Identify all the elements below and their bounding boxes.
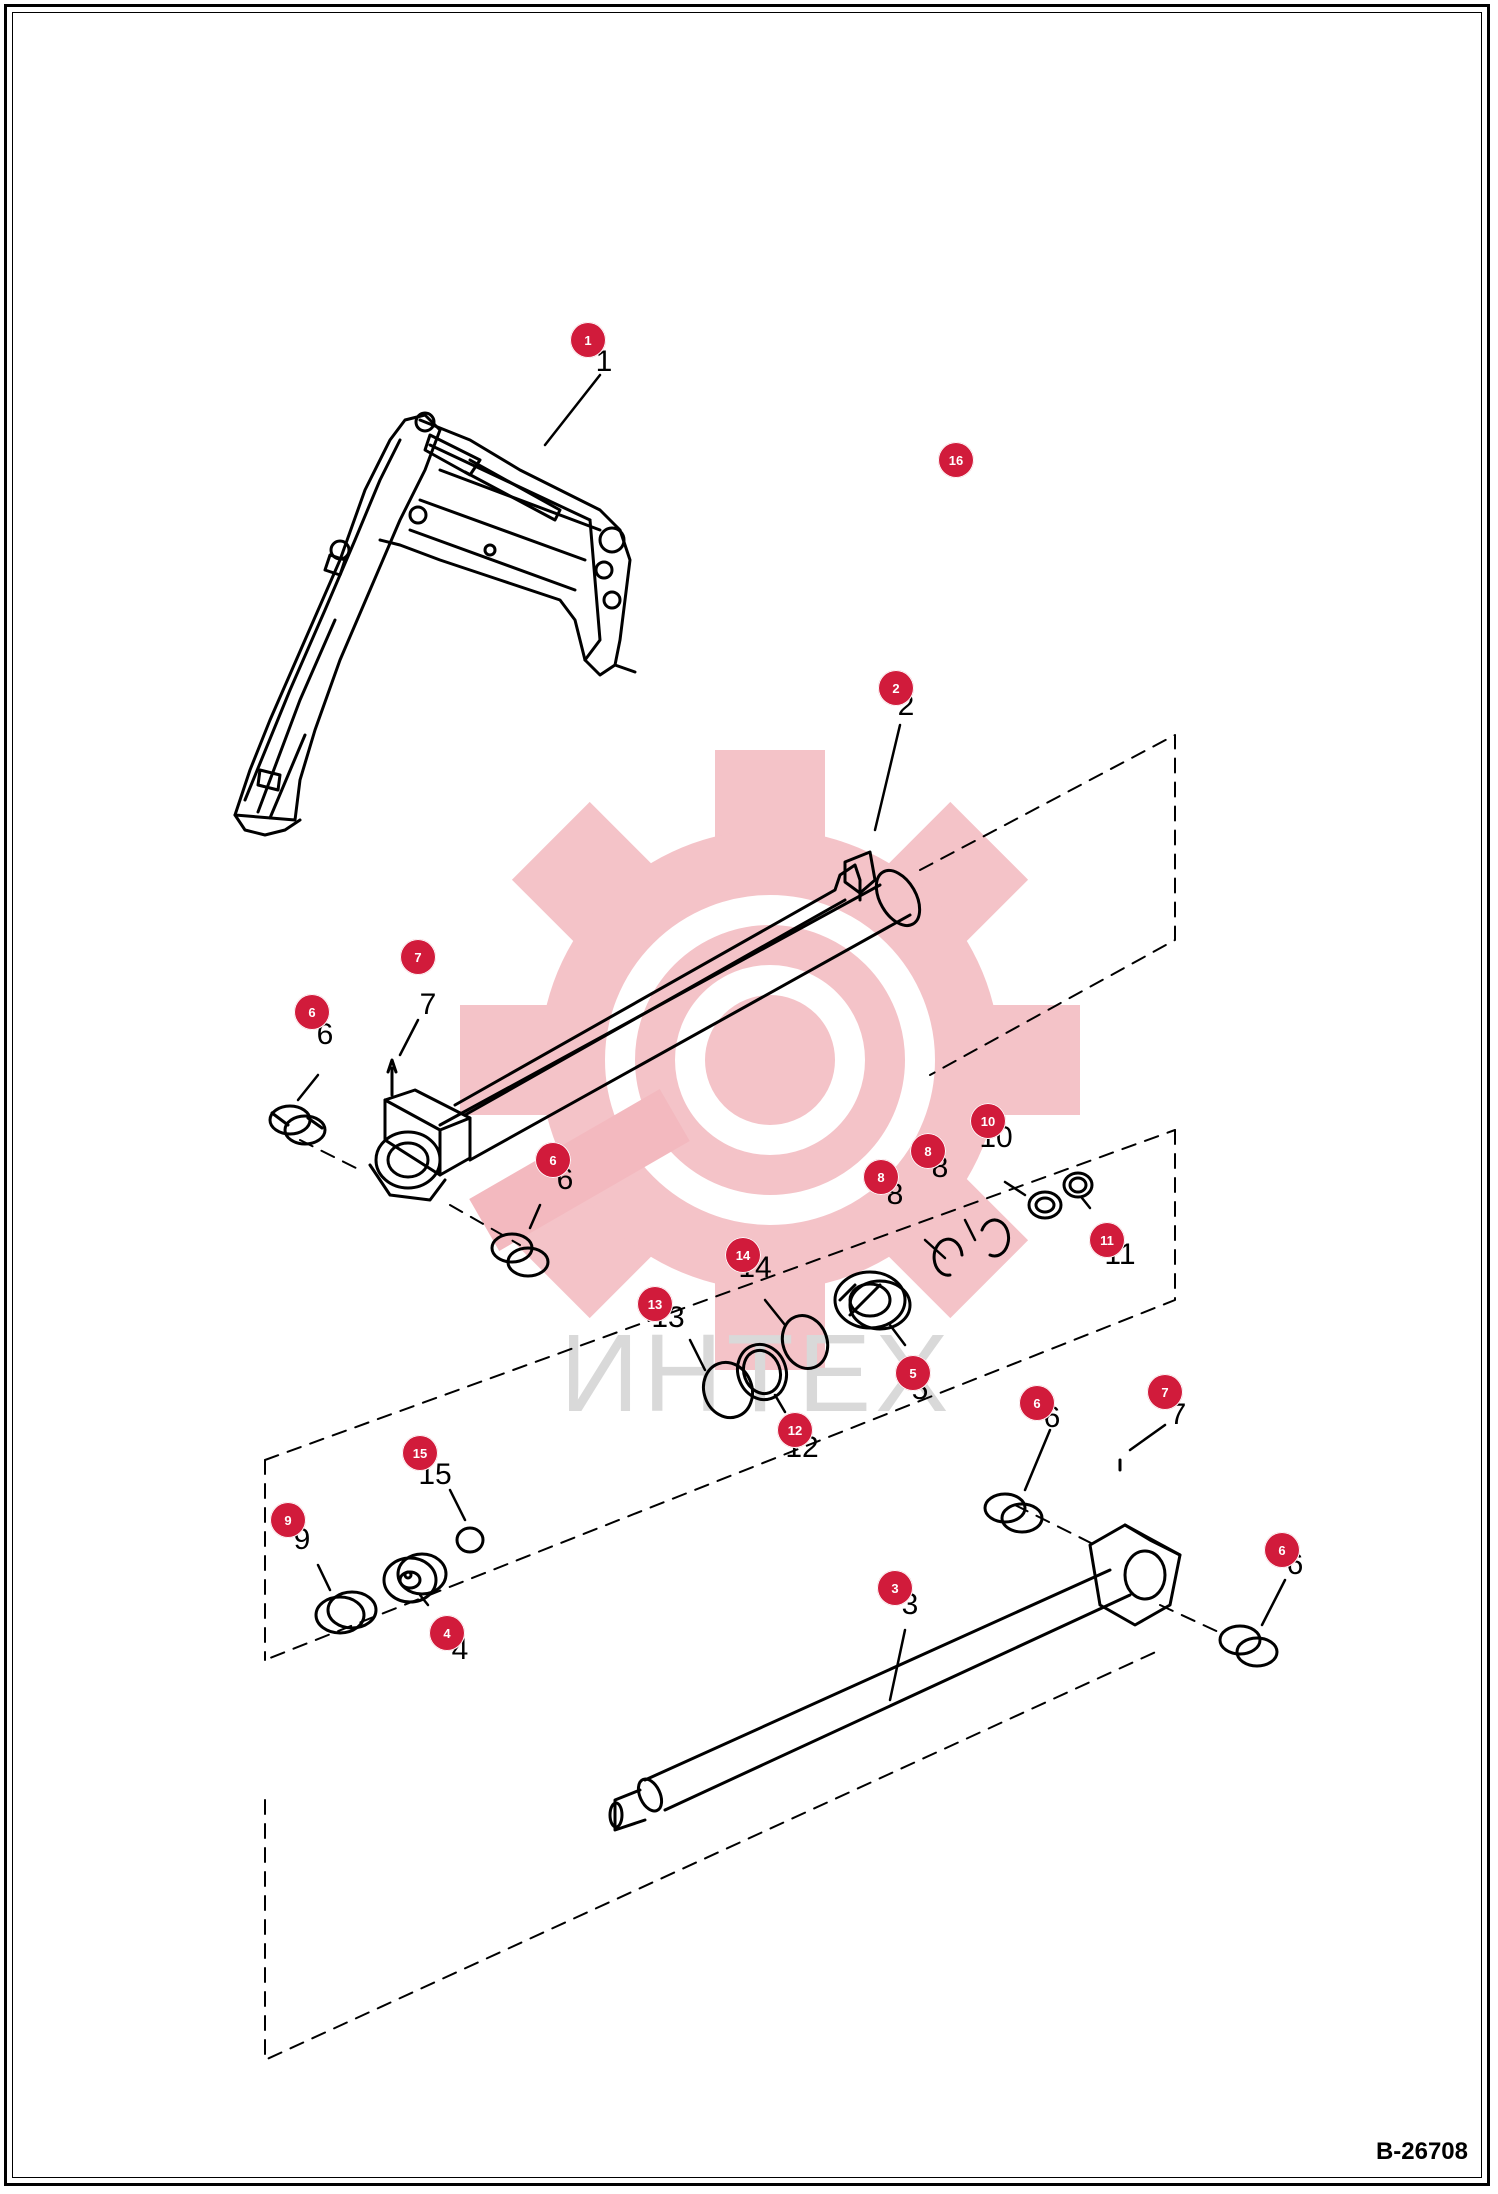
bushing-lower-right bbox=[1218, 1624, 1279, 1668]
reference-code: B-26708 bbox=[1375, 2138, 1468, 2165]
drawing-inner-frame bbox=[12, 12, 1482, 2178]
callout-9[interactable]: 9 bbox=[270, 1502, 306, 1538]
seal-ring-12 bbox=[735, 1342, 789, 1402]
cylinder-barrel bbox=[368, 850, 922, 1202]
callout-6a[interactable]: 6 bbox=[294, 994, 330, 1030]
callout-13[interactable]: 13 bbox=[637, 1286, 673, 1322]
seal-11 bbox=[1062, 1171, 1094, 1199]
drawing-frame bbox=[4, 4, 1490, 2186]
callout-14[interactable]: 14 bbox=[725, 1237, 761, 1273]
bushing-upper-left bbox=[268, 1104, 327, 1146]
seal-ring-13 bbox=[701, 1360, 755, 1420]
callout-8b[interactable]: 8 bbox=[910, 1133, 946, 1169]
callout-3[interactable]: 3 bbox=[877, 1570, 913, 1606]
callout-6d[interactable]: 6 bbox=[1264, 1532, 1300, 1568]
callout-10[interactable]: 10 bbox=[970, 1103, 1006, 1139]
snap-ring-8a bbox=[932, 1237, 964, 1277]
callout-8a[interactable]: 8 bbox=[863, 1159, 899, 1195]
cylinder-rod bbox=[608, 1458, 1182, 1832]
part-number-7a: 7 bbox=[419, 988, 437, 1021]
wiper-seal bbox=[314, 1590, 378, 1635]
o-ring-15 bbox=[455, 1526, 485, 1554]
wear-ring-10 bbox=[1027, 1190, 1063, 1220]
bushing-upper-right bbox=[490, 1232, 550, 1278]
callout-2[interactable]: 2 bbox=[878, 670, 914, 706]
boom-arm-assembly bbox=[233, 411, 637, 837]
bushing-lower-left bbox=[983, 1492, 1044, 1534]
callout-5[interactable]: 5 bbox=[895, 1355, 931, 1391]
callout-12[interactable]: 12 bbox=[777, 1412, 813, 1448]
callout-7b[interactable]: 7 bbox=[1147, 1374, 1183, 1410]
seal-ring-14 bbox=[780, 1314, 830, 1370]
callout-1[interactable]: 1 bbox=[570, 322, 606, 358]
callout-6b[interactable]: 6 bbox=[535, 1142, 571, 1178]
callout-11[interactable]: 11 bbox=[1089, 1222, 1125, 1258]
callout-7a[interactable]: 7 bbox=[400, 939, 436, 975]
callout-4[interactable]: 4 bbox=[429, 1615, 465, 1651]
callout-15[interactable]: 15 bbox=[402, 1435, 438, 1471]
piston bbox=[833, 1270, 912, 1331]
gland bbox=[382, 1552, 448, 1604]
snap-ring-8b bbox=[980, 1218, 1011, 1258]
callout-16[interactable]: 16 bbox=[938, 442, 974, 478]
callout-6c[interactable]: 6 bbox=[1019, 1385, 1055, 1421]
